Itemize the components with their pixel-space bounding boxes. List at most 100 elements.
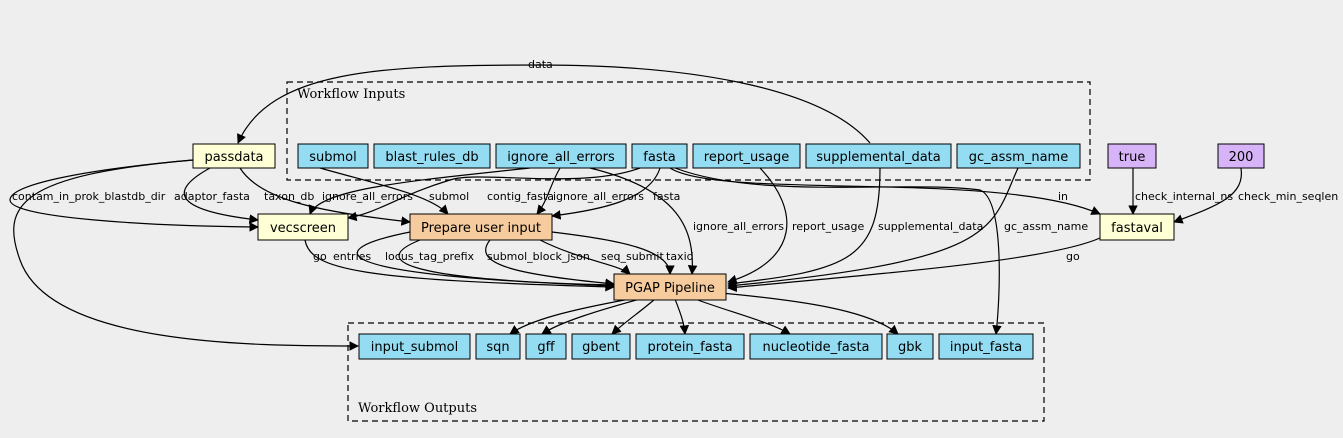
- edge-label-contig-fasta: contig_fasta: [487, 190, 554, 203]
- node-blast-rules-db-label: blast_rules_db: [385, 150, 478, 165]
- node-prepare-user-input[interactable]: Prepare user input: [409, 213, 553, 241]
- edge-label-ignore-all-errors-pgap: ignore_all_errors: [693, 220, 784, 233]
- node-output-gbent[interactable]: gbent: [571, 333, 631, 360]
- node-ignore-all-errors-label: ignore_all_errors: [507, 150, 615, 165]
- node-output-protein-fasta[interactable]: protein_fasta: [635, 333, 745, 360]
- edges: [9, 64, 1242, 351]
- node-output-nucleotide-fasta[interactable]: nucleotide_fasta: [749, 333, 883, 360]
- edge-labels: data contam_in_prok_blastdb_dir adaptor_…: [12, 58, 1338, 263]
- edge-label-taxid: taxid: [666, 250, 694, 263]
- edge-fasta: [551, 167, 661, 220]
- node-output-gbent-label: gbent: [582, 340, 620, 355]
- edge-label-ignore-all-errors-vecscreen: ignore_all_errors: [322, 190, 413, 203]
- node-output-nucleotide-fasta-label: nucleotide_fasta: [762, 340, 869, 355]
- edge-label-submol-block-json: submol_block_json: [487, 250, 590, 263]
- node-200[interactable]: 200: [1217, 143, 1265, 169]
- edge-locus-tag-prefix: [398, 239, 615, 290]
- edge-label-vecscreen-go: go: [313, 250, 327, 263]
- edge-in: [669, 167, 1101, 215]
- node-submol-label: submol: [309, 150, 357, 165]
- edge-ignore-all-errors-vecscreen: [308, 167, 531, 215]
- node-output-gff[interactable]: gff: [525, 333, 567, 360]
- node-submol[interactable]: submol: [297, 143, 369, 169]
- node-passdata[interactable]: passdata: [192, 143, 276, 169]
- edge-label-fastaval-go: go: [1066, 250, 1080, 263]
- node-output-protein-fasta-label: protein_fasta: [647, 340, 732, 355]
- edge-fastaval-go: [727, 237, 1101, 292]
- edge-label-taxon-db: taxon_db: [264, 190, 314, 203]
- edge-taxid: [551, 231, 675, 275]
- edge-label-check-internal-ns: check_internal_ns: [1135, 190, 1233, 203]
- node-gc-assm-name[interactable]: gc_assm_name: [956, 143, 1081, 169]
- edge-label-check-min-seqlen: check_min_seqlen: [1238, 190, 1338, 203]
- cluster-workflow-outputs-label: Workflow Outputs: [358, 401, 477, 416]
- edge-label-adaptor-fasta: adaptor_fasta: [174, 190, 250, 203]
- node-output-input-fasta-label: input_fasta: [950, 340, 1022, 355]
- node-ignore-all-errors[interactable]: ignore_all_errors: [495, 143, 627, 169]
- edge-output-protein-fasta: [674, 298, 690, 335]
- edge-output-sqn: [509, 298, 631, 335]
- edge-label-supplemental-data: supplemental_data: [878, 220, 983, 233]
- node-output-sqn-label: sqn: [486, 340, 509, 355]
- edge-taxon-db: [239, 167, 411, 226]
- edge-output-gbk: [709, 291, 899, 335]
- edge-label-gc-assm-name: gc_assm_name: [1004, 220, 1088, 233]
- node-fasta[interactable]: fasta: [631, 143, 688, 169]
- nodes: submol blast_rules_db ignore_all_errors …: [192, 143, 1265, 360]
- edge-gc-assm-name: [727, 167, 1019, 290]
- edge-label-data: data: [528, 58, 553, 71]
- edge-fasta-input-fasta: [674, 167, 1002, 335]
- node-pgap-pipeline-label: PGAP Pipeline: [625, 281, 715, 296]
- node-true-label: true: [1119, 150, 1146, 165]
- edge-check-min-seqlen: [1173, 167, 1242, 224]
- node-supplemental-data[interactable]: supplemental_data: [805, 143, 952, 169]
- node-output-input-fasta[interactable]: input_fasta: [938, 333, 1034, 360]
- node-true[interactable]: true: [1107, 143, 1157, 169]
- node-fastaval-label: fastaval: [1111, 221, 1163, 236]
- edge-seq-submit: [539, 239, 631, 275]
- node-output-gff-label: gff: [537, 340, 555, 355]
- edge-label-ignore-all-errors-prepare: ignore_all_errors: [553, 190, 644, 203]
- node-vecscreen-label: vecscreen: [270, 221, 336, 236]
- edge-ignore-all-errors-pgap: [589, 167, 698, 275]
- edge-passdata-input-submol: [13, 159, 359, 351]
- node-output-sqn[interactable]: sqn: [475, 333, 521, 360]
- node-200-label: 200: [1229, 150, 1254, 165]
- edge-label-entries: entries: [333, 250, 371, 263]
- node-output-gbk[interactable]: gbk: [886, 333, 934, 360]
- node-blast-rules-db[interactable]: blast_rules_db: [373, 143, 491, 169]
- edge-label-fasta: fasta: [653, 190, 680, 203]
- edge-label-contam-in-prok-blastdb-dir: contam_in_prok_blastdb_dir: [12, 190, 166, 203]
- node-fastaval[interactable]: fastaval: [1099, 213, 1175, 241]
- edge-label-report-usage: report_usage: [792, 220, 865, 233]
- edge-label-in: in: [1058, 190, 1068, 203]
- node-prepare-user-input-label: Prepare user input: [421, 221, 541, 236]
- node-output-input-submol-label: input_submol: [371, 340, 458, 355]
- cluster-workflow-inputs-label: Workflow Inputs: [297, 87, 405, 102]
- node-fasta-label: fasta: [643, 150, 675, 165]
- edge-label-locus-tag-prefix: locus_tag_prefix: [385, 250, 475, 263]
- edge-label-seq-submit: seq_submit: [601, 250, 664, 263]
- node-output-gbk-label: gbk: [898, 340, 923, 355]
- edge-report-usage: [727, 167, 788, 285]
- node-pgap-pipeline[interactable]: PGAP Pipeline: [613, 273, 727, 301]
- edge-output-gbent: [611, 298, 656, 335]
- cluster-workflow-outputs: Workflow Outputs: [347, 322, 1045, 422]
- node-gc-assm-name-label: gc_assm_name: [969, 150, 1068, 165]
- edge-supplemental-data: [727, 167, 881, 288]
- edge-data: [237, 64, 871, 144]
- edge-output-gff: [541, 298, 641, 335]
- cluster-workflow-inputs: Workflow Inputs: [286, 81, 1091, 181]
- node-output-input-submol[interactable]: input_submol: [358, 333, 471, 360]
- node-supplemental-data-label: supplemental_data: [816, 150, 940, 165]
- node-report-usage[interactable]: report_usage: [692, 143, 801, 169]
- node-vecscreen[interactable]: vecscreen: [257, 213, 349, 241]
- edge-output-nucleotide-fasta: [694, 298, 791, 335]
- edge-contig-fasta: [347, 167, 641, 222]
- edge-label-submol: submol: [429, 190, 469, 203]
- edge-submol: [319, 167, 449, 215]
- edge-vecscreen-go: [304, 239, 615, 292]
- edge-contam-in-prok-blastdb-dir: [9, 159, 259, 232]
- edge-adaptor-fasta: [183, 167, 259, 224]
